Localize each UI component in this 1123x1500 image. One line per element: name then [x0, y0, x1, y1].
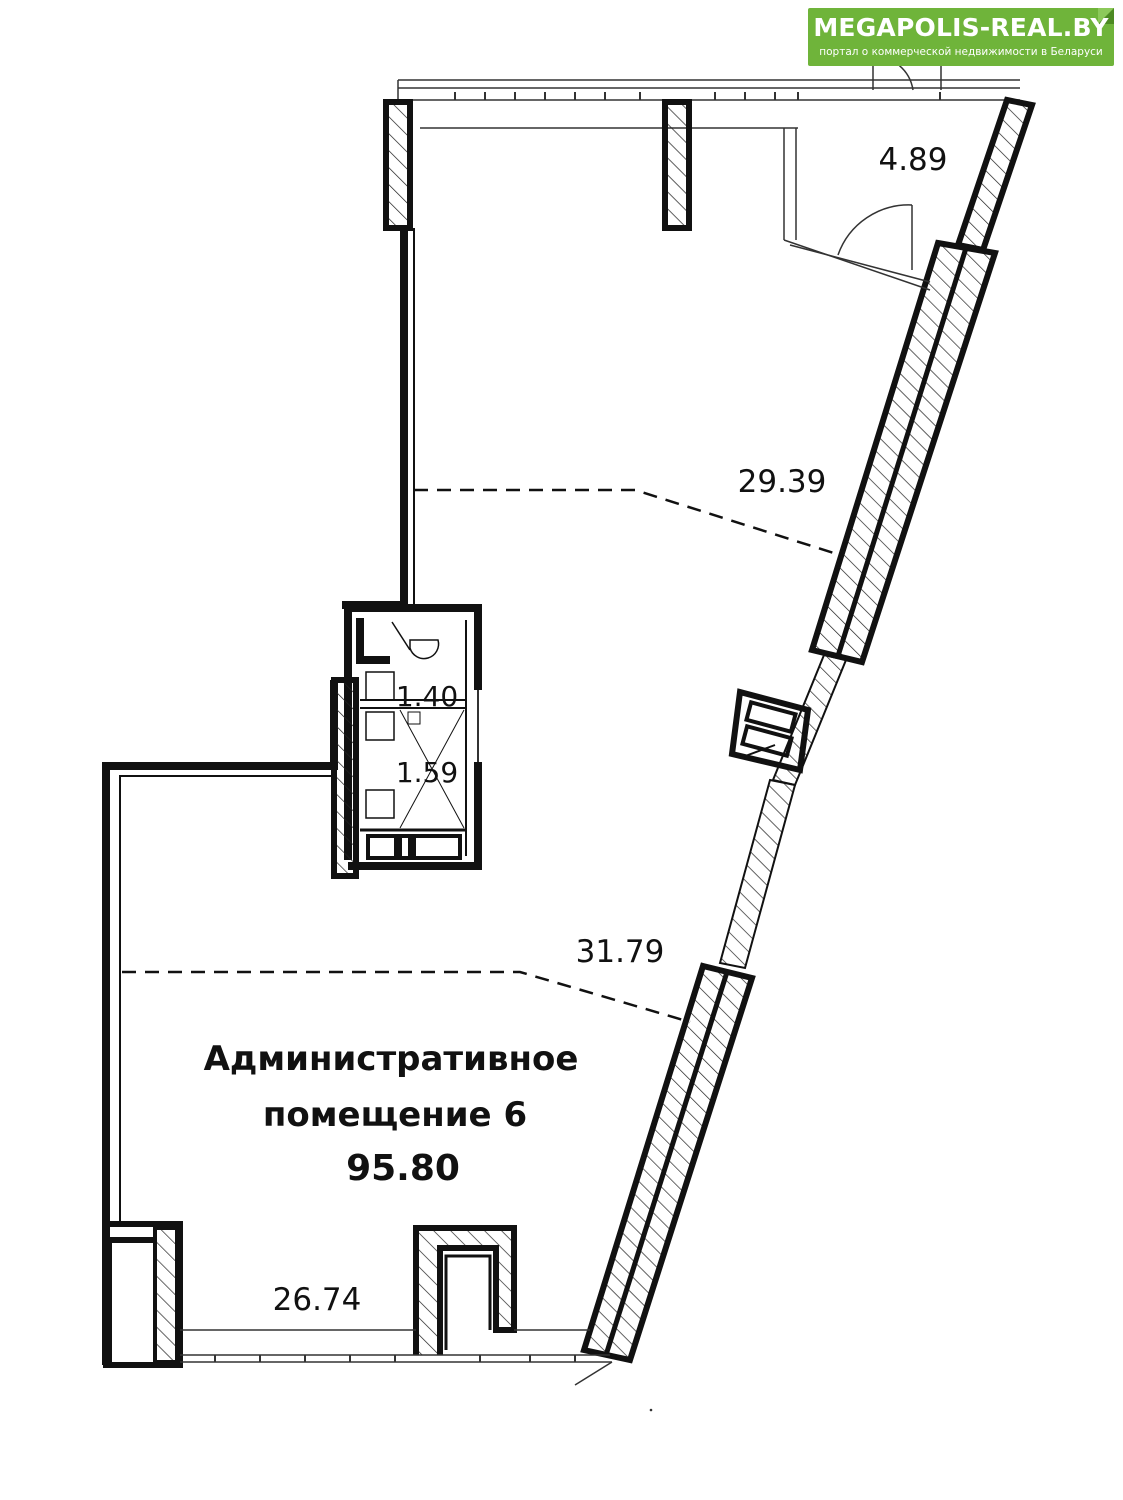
banner-subtitle: портал о коммерческой недвижимости в Бел…: [819, 46, 1103, 58]
area-label-lower-zone: 26.74: [273, 1282, 362, 1318]
zone-boundaries: [122, 488, 841, 1024]
bottom-left-column: [103, 1221, 183, 1368]
room-title-line1: Административное: [204, 1039, 579, 1079]
column-top-left: [383, 99, 413, 231]
site-banner[interactable]: MEGAPOLIS-REAL.BY портал о коммерческой …: [808, 8, 1114, 66]
vent-box: [728, 688, 812, 774]
bottom-window-band: [180, 1329, 613, 1386]
corner-fold-icon: [1098, 8, 1114, 24]
column-top-middle: [662, 99, 692, 231]
bottom-middle-column: [413, 1225, 517, 1355]
room-title-line2: помещение 6: [263, 1095, 527, 1135]
banner-title: MEGAPOLIS-REAL.BY: [813, 13, 1109, 42]
top-window-band: [397, 79, 1020, 129]
area-label-upper-zone: 29.39: [738, 464, 827, 500]
area-label-shower: 1.59: [396, 756, 458, 789]
vestibule-partition: [783, 128, 931, 291]
outer-walls: [102, 228, 408, 1365]
bathroom-block: [331, 604, 482, 879]
area-label-vestibule: 4.89: [878, 142, 947, 178]
area-label-wc: 1.40: [396, 680, 458, 713]
right-facade-wall: [580, 96, 1036, 1364]
area-label-middle-zone: 31.79: [576, 934, 665, 970]
room-total-area: 95.80: [346, 1148, 460, 1189]
inner-wall-lines: [119, 228, 415, 1224]
